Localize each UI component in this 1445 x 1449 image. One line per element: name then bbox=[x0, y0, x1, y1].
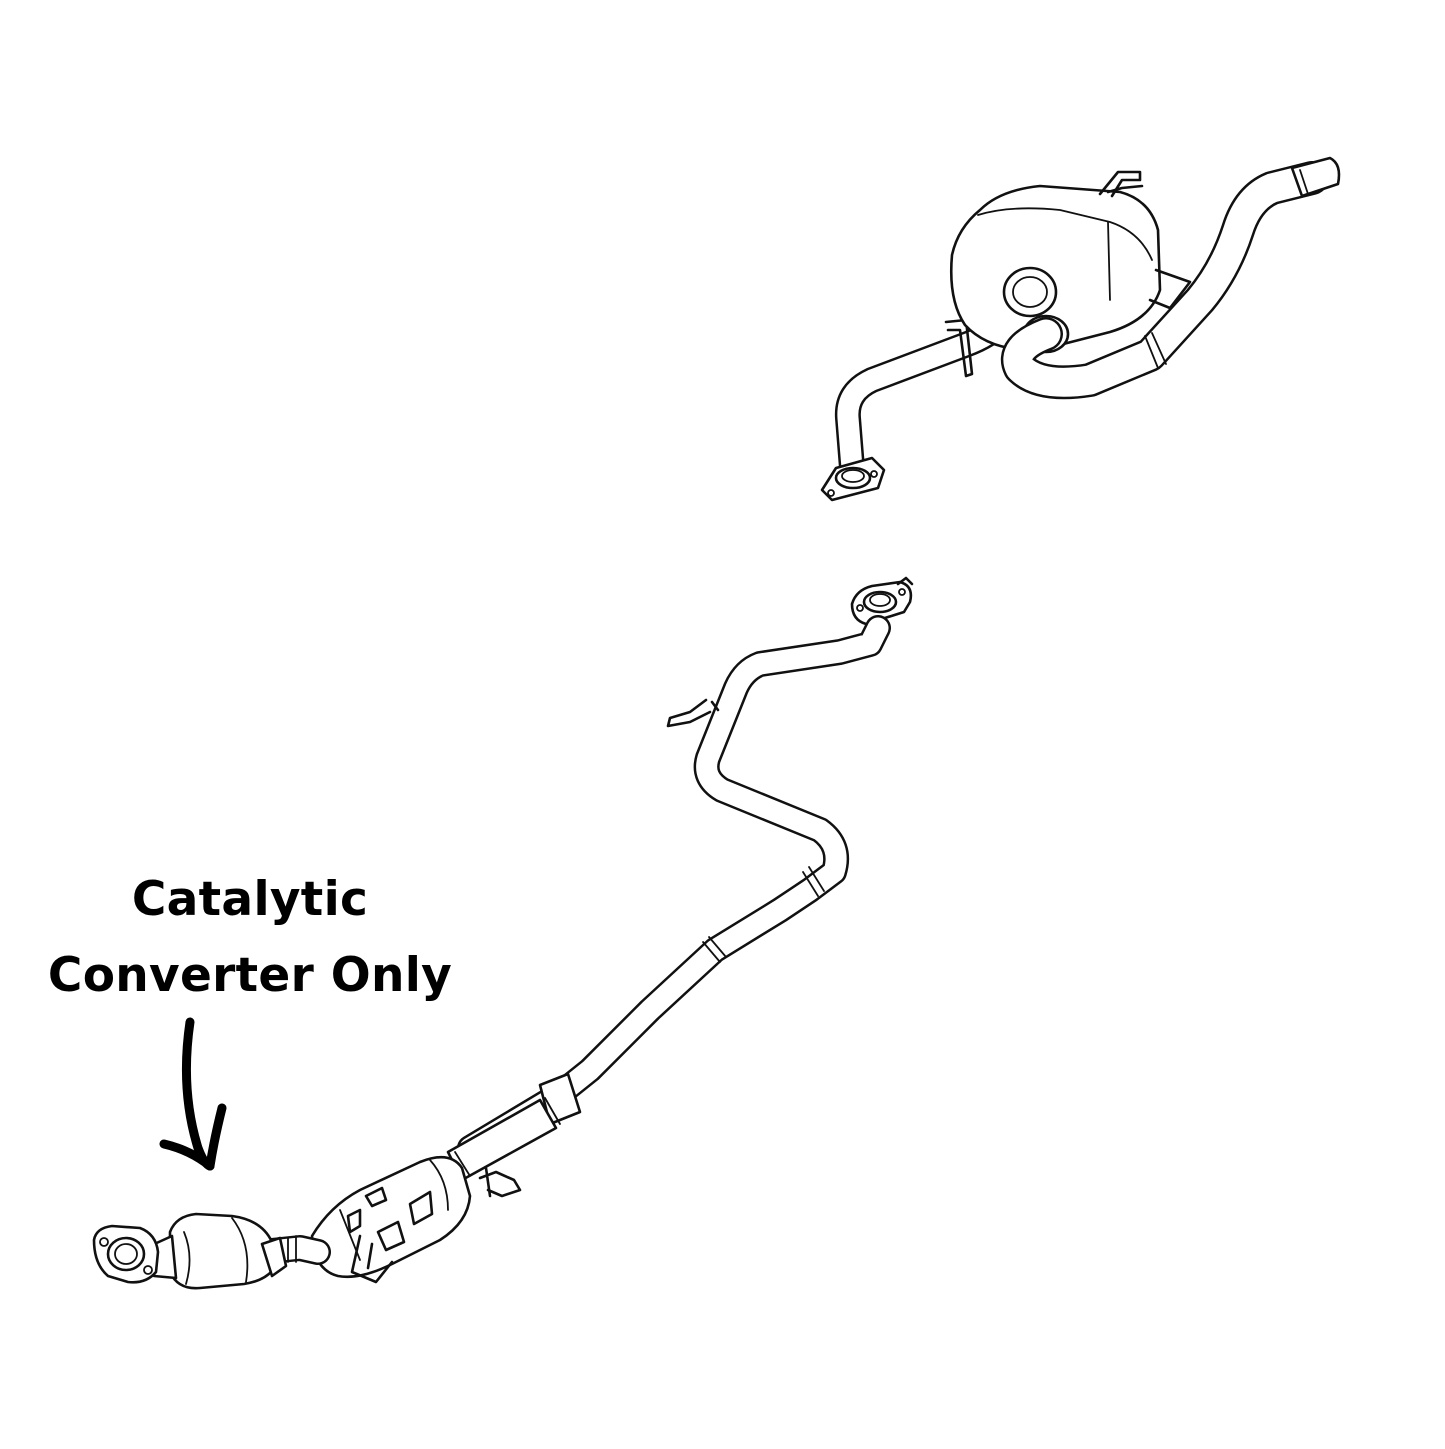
resonator bbox=[446, 1072, 582, 1182]
rear-flange bbox=[820, 456, 886, 502]
intermediate-pipe-assembly bbox=[446, 576, 914, 1182]
converter-hanger bbox=[478, 1166, 522, 1198]
muffler-top-hanger bbox=[1098, 170, 1144, 198]
catalytic-converter-assembly bbox=[92, 1155, 522, 1290]
primary-catalytic-converter bbox=[148, 1212, 288, 1290]
rear-muffler-assembly bbox=[820, 156, 1341, 502]
curved-arrow-down-icon bbox=[159, 1017, 227, 1171]
callout-line-2: Converter Only bbox=[47, 948, 453, 1003]
mid-pipe-run bbox=[457, 615, 891, 1161]
secondary-converter bbox=[310, 1155, 472, 1284]
callout-label: Catalytic Converter Only bbox=[30, 862, 470, 1014]
mid-upper-flange bbox=[850, 576, 914, 626]
mid-pipe-hanger bbox=[666, 698, 720, 728]
tailpipe-tip bbox=[1290, 156, 1341, 198]
muffler-loop-pipe bbox=[1000, 161, 1329, 400]
front-flange bbox=[92, 1224, 160, 1284]
callout-line-1: Catalytic bbox=[131, 872, 369, 927]
